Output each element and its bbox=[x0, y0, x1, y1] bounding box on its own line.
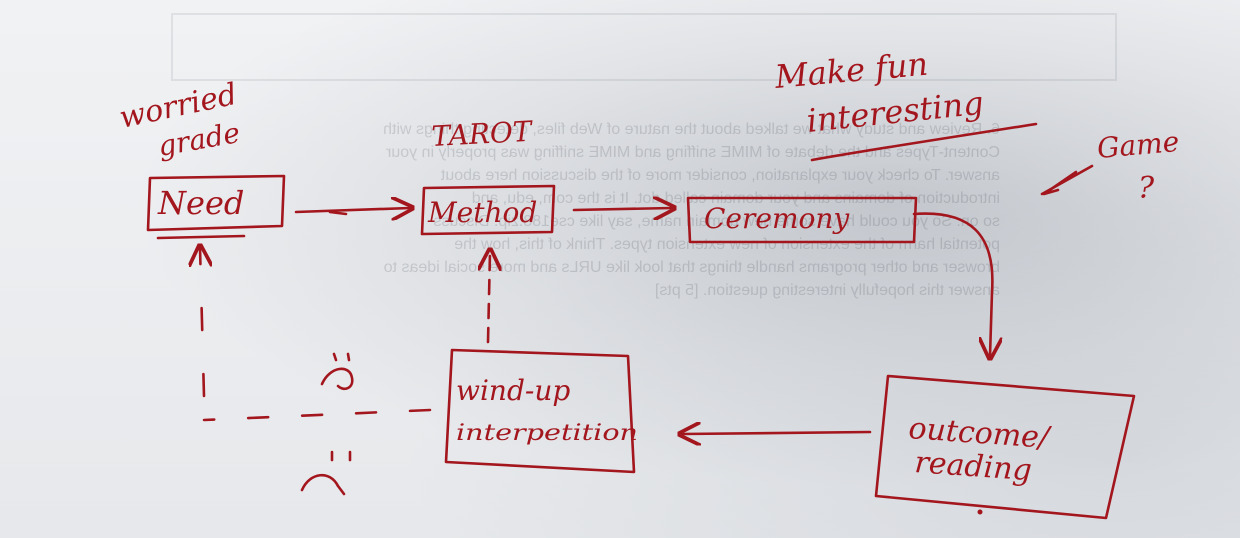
arrow-ceremony-to-outcome bbox=[912, 212, 992, 356]
interesting-annotation: interesting bbox=[805, 84, 985, 140]
loop-squiggle-dots-bottom bbox=[330, 450, 352, 462]
outcome-label-line2: reading bbox=[913, 445, 1032, 488]
ink-dot bbox=[977, 509, 983, 515]
tarot-annotation: TAROT bbox=[431, 115, 535, 153]
loop-squiggle-top bbox=[320, 367, 354, 391]
windup-label-line2: interpetition bbox=[456, 421, 638, 446]
windup-box bbox=[444, 348, 636, 474]
ceremony-label: Ceremony bbox=[704, 202, 850, 235]
dashed-loop-bottom bbox=[202, 408, 432, 422]
arrow-tick-mark bbox=[328, 210, 348, 216]
game-annotation: Game bbox=[1096, 125, 1181, 165]
dashed-arrow-windup-to-method bbox=[488, 252, 490, 344]
arrow-method-to-ceremony bbox=[572, 208, 672, 210]
make-fun-annotation: Make fun bbox=[772, 45, 929, 96]
windup-label-line1: wind-up bbox=[456, 374, 570, 407]
loop-squiggle-bottom bbox=[300, 473, 346, 496]
outcome-box bbox=[874, 374, 1136, 520]
question-mark: ? bbox=[1138, 171, 1155, 206]
game-pointer-arrow bbox=[1040, 164, 1094, 196]
need-label: Need bbox=[157, 184, 244, 222]
ceremony-box bbox=[686, 196, 918, 244]
need-box bbox=[146, 174, 286, 232]
method-label: Method bbox=[427, 196, 537, 229]
method-box bbox=[420, 184, 556, 236]
arrow-need-to-method bbox=[294, 208, 410, 212]
loop-squiggle-dots-top bbox=[332, 352, 351, 362]
need-underline bbox=[156, 234, 246, 240]
arrow-outcome-to-windup bbox=[682, 432, 872, 434]
interesting-underline bbox=[810, 122, 1038, 162]
show-through-box bbox=[171, 13, 1117, 81]
dashed-loop-up-to-need bbox=[200, 248, 204, 398]
